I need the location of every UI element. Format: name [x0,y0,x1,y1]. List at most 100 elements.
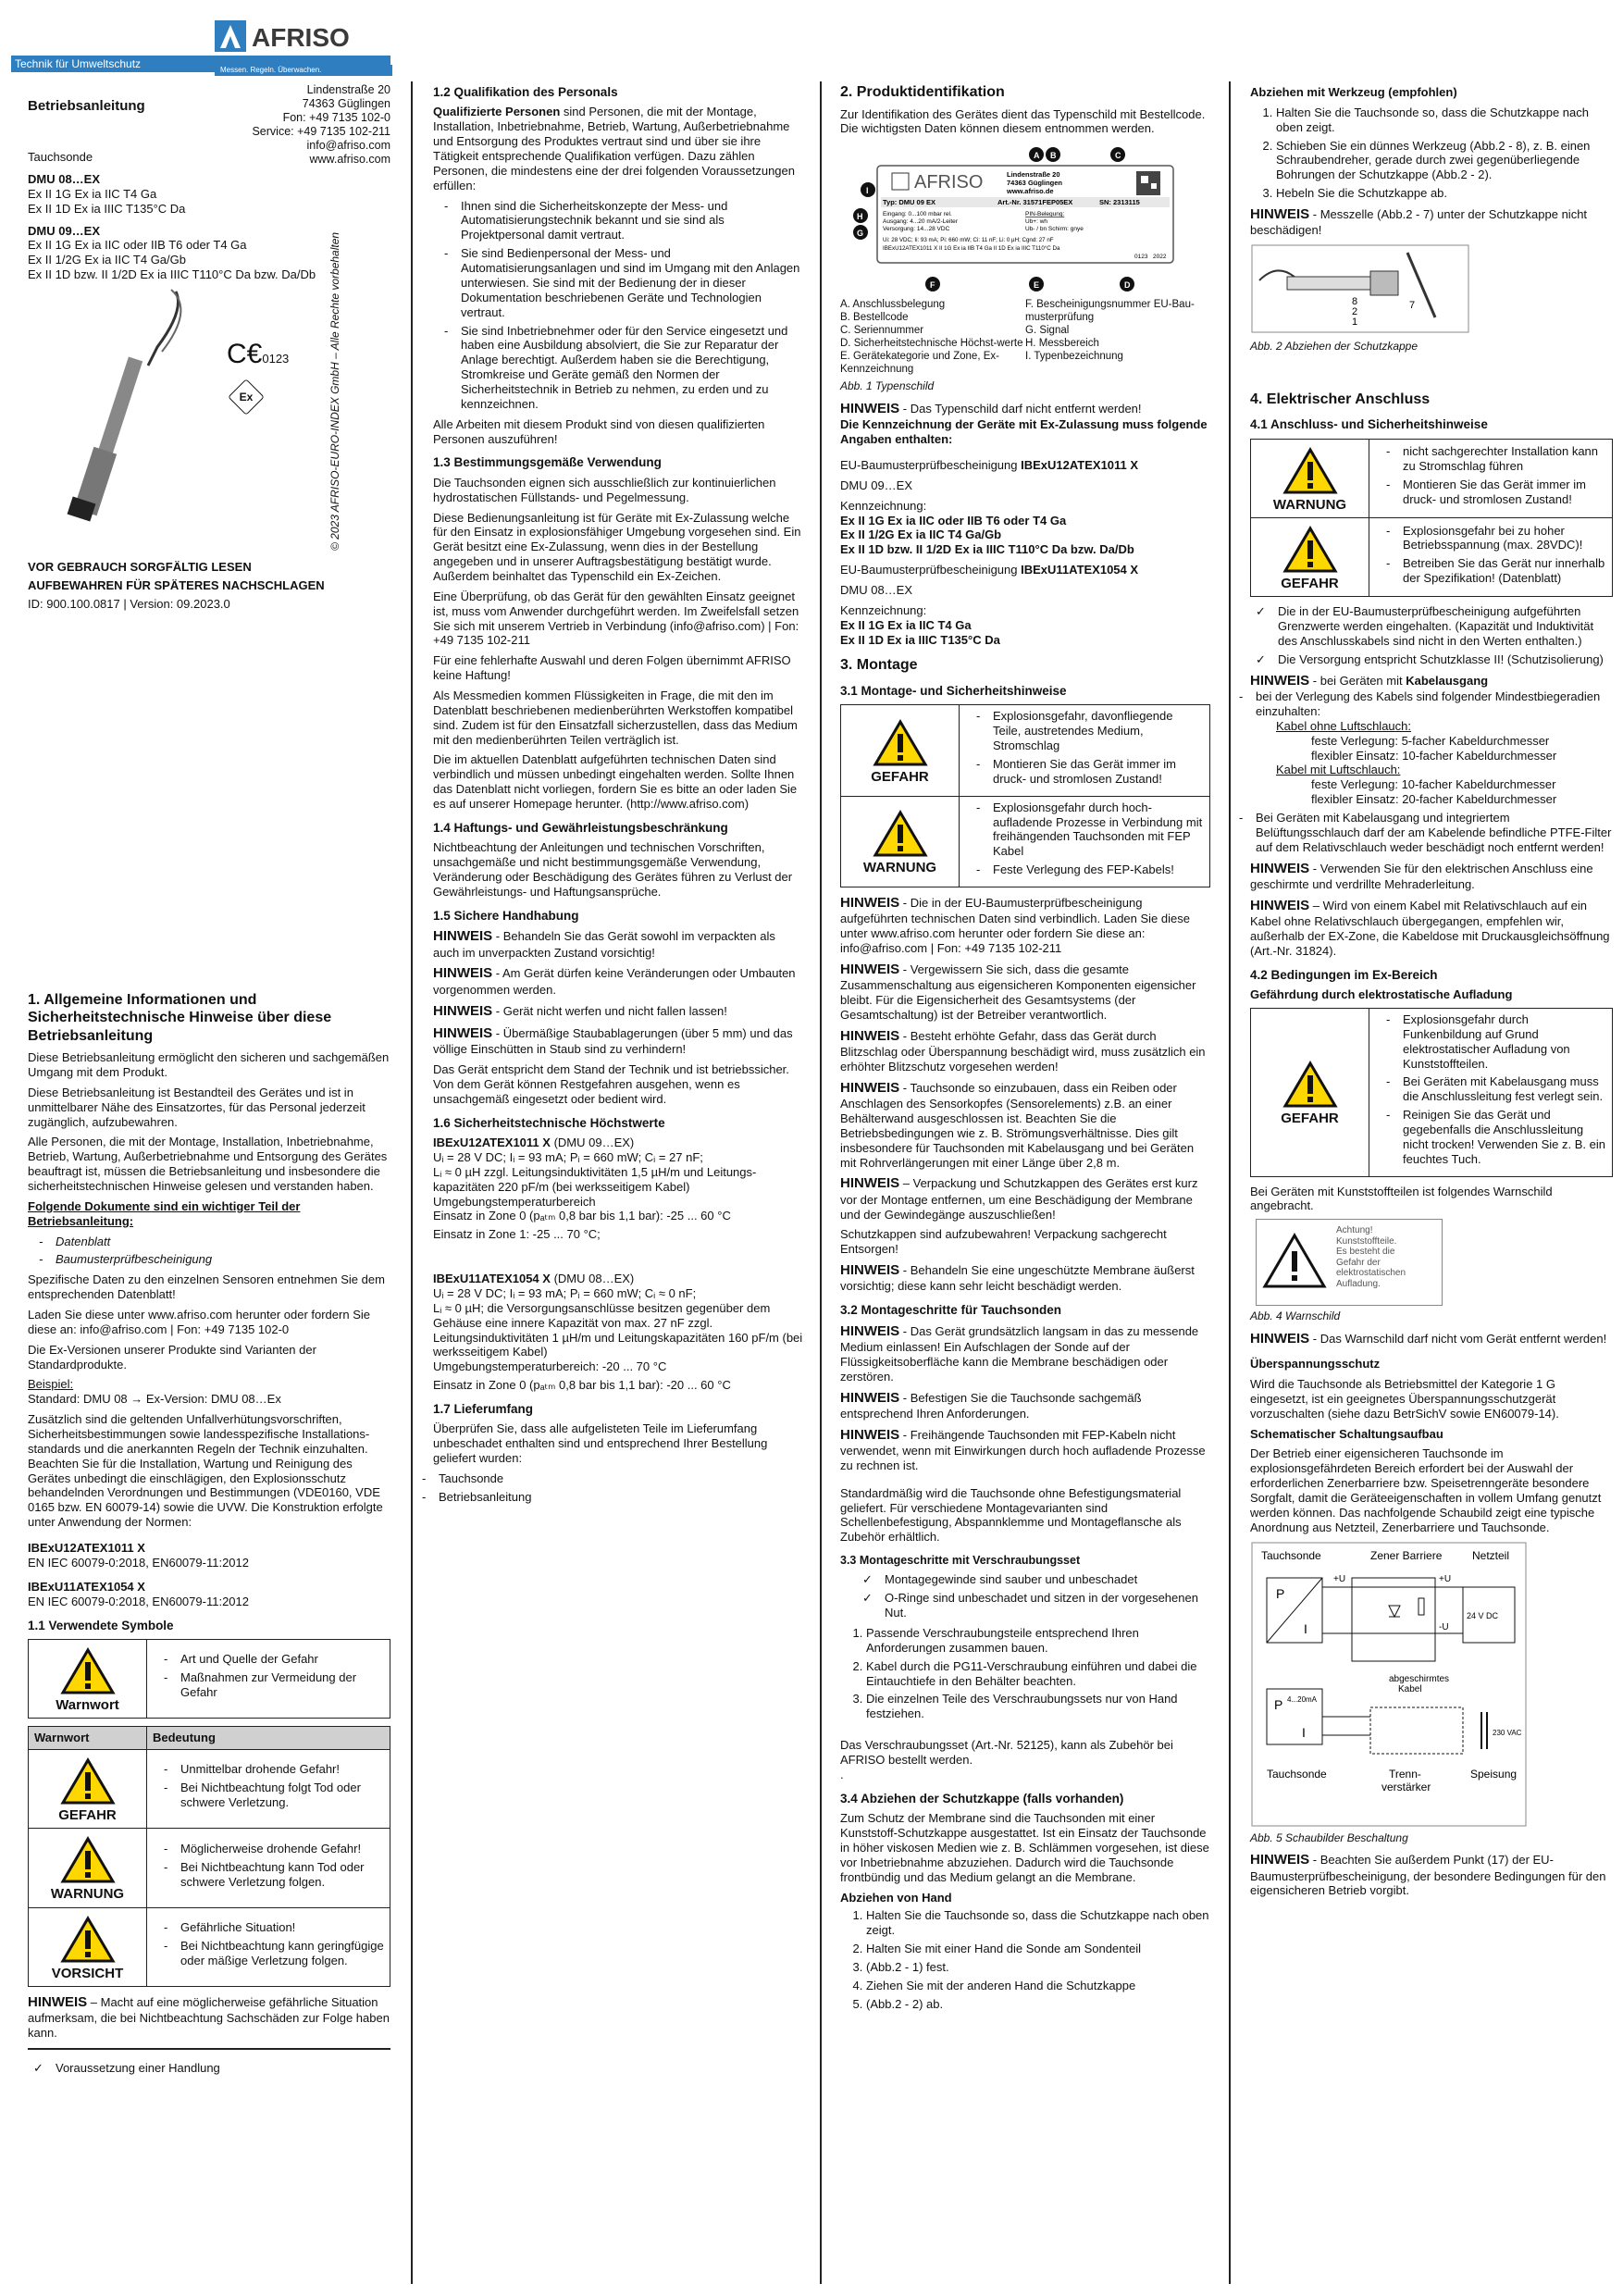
svg-text:Versorgung: 14...28 VDC: Versorgung: 14...28 VDC [883,226,950,232]
hinweis: HINWEIS - Verwenden Sie für den elektris… [1250,860,1593,891]
svg-text:Ub- / bn Schirm: gnye: Ub- / bn Schirm: gnye [1025,226,1084,232]
text: Lᵢ ≈ 0 µH zzgl. Leitungsinduktivitäten 1… [433,1164,757,1194]
hinweis: HINWEIS - Behandeln Sie eine ungeschützt… [840,1262,1195,1294]
section-3-3-title: 3.3 Montageschritte mit Verschraubungsse… [840,1554,1081,1568]
hinweis: HINWEIS - Übermäßige Staubablagerungen (… [433,1024,793,1057]
svg-text:Trenn-: Trenn- [1389,1768,1421,1781]
svg-text:+U: +U [1333,1574,1345,1584]
text: Ex II 1G Ex ia IIC T4 Ga [840,617,972,632]
svg-text:E: E [1034,280,1039,290]
text: Zur Identifikation des Gerätes dient das… [840,106,1206,136]
warning-triangle-icon [872,718,928,766]
text: Alle Arbeiten mit diesem Produkt sind vo… [433,416,765,446]
section-1-4-title: 1.4 Haftungs- und Gewährleistungsbeschrä… [433,820,728,835]
divider [411,81,413,2284]
svg-text:F: F [930,280,935,290]
text: Diese Betriebsanleitung ermöglicht den s… [28,1050,390,1079]
svg-text:SN: 2313115: SN: 2313115 [1099,198,1140,206]
warning-triangle-icon [59,1836,116,1883]
hinweis: HINWEIS - Gerät nicht werfen und nicht f… [433,1002,727,1019]
svg-text:8: 8 [1352,296,1357,307]
text: Eine Überprüfung, ob das Gerät für den g… [433,589,799,648]
warning-triangle-icon [872,810,928,857]
check-list: Die in der EU-Baumusterprüfbescheinigung… [1250,604,1613,666]
text: Zusätzlich sind die geltenden Unfallverh… [28,1412,383,1530]
svg-text:C: C [1115,151,1121,160]
text: Bei Geräten mit Kunststoffteilen ist fol… [1250,1184,1553,1213]
step-list: Halten Sie die Tauchsonde so, dass die S… [1250,105,1613,201]
text: Lᵢ ≈ 0 µH; die Versorgungsanschlüsse bes… [433,1300,803,1359]
svg-text:www.afriso.de: www.afriso.de [1006,187,1054,195]
text: Das Verschraubungsset (Art.-Nr. 52125), … [840,1738,1173,1768]
text: EU-Baumusterprüfbescheinigung IBExU11ATE… [840,563,1139,577]
hinweis: HINWEIS - Behandeln Sie das Gerät sowohl… [433,928,775,960]
type-plate-image: AFRISO Lindenstraße 20 74363 Güglingen w… [853,147,1174,292]
svg-text:verstärker: verstärker [1381,1781,1431,1793]
hinweis: HINWEIS – Verpackung und Schutzkappen de… [840,1175,1198,1222]
svg-text:230 VAC: 230 VAC [1493,1729,1522,1737]
hinweis: HINWEIS - Befestigen Sie die Tauchsonde … [840,1389,1142,1421]
hinweis: HINWEIS - Besteht erhöhte Gefahr, dass d… [840,1027,1206,1074]
hinweis: HINWEIS - Das Typenschild darf nicht ent… [840,400,1142,416]
svg-text:B: B [1050,151,1057,160]
section-1-7-title: 1.7 Lieferumfang [433,1401,534,1416]
hinweis: HINWEIS - Beachten Sie außerdem Punkt (1… [1250,1852,1606,1898]
svg-text:7: 7 [1409,300,1415,311]
svg-text:+U: +U [1439,1574,1451,1584]
text: Überprüfen Sie, dass alle aufgelisteten … [433,1421,768,1466]
svg-text:-U: -U [1439,1622,1449,1632]
svg-text:74363 Güglingen: 74363 Güglingen [1007,179,1062,187]
svg-text:D: D [1124,280,1131,290]
cap-removal-figure: 8 2 1 7 [1250,243,1613,336]
svg-text:Lindenstraße 20: Lindenstraße 20 [1007,170,1060,179]
warning-triangle-icon [1282,526,1338,573]
section-4-1-title: 4.1 Anschluss- und Sicherheitshinweise [1250,417,1488,432]
text: Das Gerät entspricht dem Stand der Techn… [433,1062,789,1106]
svg-text:IBExU12ATEX1011 X II 1G Ex ia: IBExU12ATEX1011 X II 1G Ex ia IIB T4 Ga … [883,245,1060,252]
text: Abziehen mit Werkzeug (empfohlen) [1250,85,1457,99]
section-1-5-title: 1.5 Sichere Handhabung [433,908,579,923]
text: Einsatz in Zone 0 (pₐₜₘ 0,8 bar bis 1,1 … [433,1209,731,1223]
warning-symbol-table: Warnwort Art und Quelle der GefahrMaßnah… [28,1638,390,1719]
figure-caption: Abb. 1 Typenschild [840,379,935,393]
section-4-2-title: 4.2 Bedingungen im Ex-Bereich [1250,967,1438,982]
svg-text:abgeschirmtes: abgeschirmtes [1389,1674,1449,1684]
probe-image [67,289,182,522]
svg-text:Kabel: Kabel [1398,1684,1422,1694]
svg-text:AFRISO: AFRISO [914,172,983,192]
circuit-diagram: Tauchsonde Zener Barriere Netzteil P I 2… [1251,1542,1527,1827]
text: Gefährdung durch elektrostatische Auflad… [1250,987,1513,1002]
svg-text:Typ: DMU 09 EX: Typ: DMU 09 EX [883,198,935,206]
svg-text:1: 1 [1352,316,1357,328]
esd-warning-table: GEFAHR Explosionsgefahr durch Funkenbild… [1250,1007,1613,1177]
step-list: Passende Verschraubungsteile entsprechen… [840,1626,1210,1721]
afriso-logo-icon: AFRISO [215,20,350,52]
text: Ex II 1D bzw. II 1/2D Ex ia IIIC T110°C … [840,542,1134,557]
svg-text:Ui: 28 VDC; Ii: 93 mA; Pi: 660: Ui: 28 VDC; Ii: 93 mA; Pi: 660 mW; Ci: 1… [883,237,1054,243]
section-3-1-title: 3.1 Montage- und Sicherheitshinweise [840,683,1067,698]
svg-text:A: A [1034,151,1040,160]
text: . [840,1767,844,1781]
header-slogan: Messen. Regeln. Überwachen. [215,65,392,76]
circuit-figure: Tauchsonde Zener Barriere Netzteil P I 2… [1250,1541,1613,1828]
text: Uᵢ = 28 V DC; Iᵢ = 93 mA; Pᵢ = 660 mW; C… [433,1285,697,1300]
section-3-4-title: 3.4 Abziehen der Schutzkappe (falls vorh… [840,1791,1124,1806]
qualification-list: Ihnen sind die Sicherheitskonzepte der M… [433,199,803,412]
text: Ex II 1D Ex ia IIIC T135°C Da [840,632,1000,647]
svg-text:AFRISO: AFRISO [252,23,350,52]
product-image-area: C€0123 Ex © 2023 AFRISO-EURO-INDEX GmbH … [28,232,390,560]
warning-triangle-icon [59,1915,116,1963]
text: Wird die Tauchsonde als Betriebsmittel d… [1250,1377,1559,1421]
text: Abziehen von Hand [840,1890,952,1905]
text: IBExU11ATEX1054 X [28,1579,145,1594]
svg-text:I: I [1304,1621,1307,1636]
svg-text:2: 2 [1352,306,1357,317]
cert-2: IBExU11ATEX1054 X (DMU 08…EX) [433,1272,635,1286]
section-1-6-title: 1.6 Sicherheitstechnische Höchstwerte [433,1115,665,1130]
text: Nichtbeachtung der Anleitungen und techn… [433,840,793,899]
text: Als Messmedien kommen Flüssigkeiten in F… [433,689,798,747]
text: Die Ex-Versionen unserer Produkte sind V… [28,1342,316,1371]
